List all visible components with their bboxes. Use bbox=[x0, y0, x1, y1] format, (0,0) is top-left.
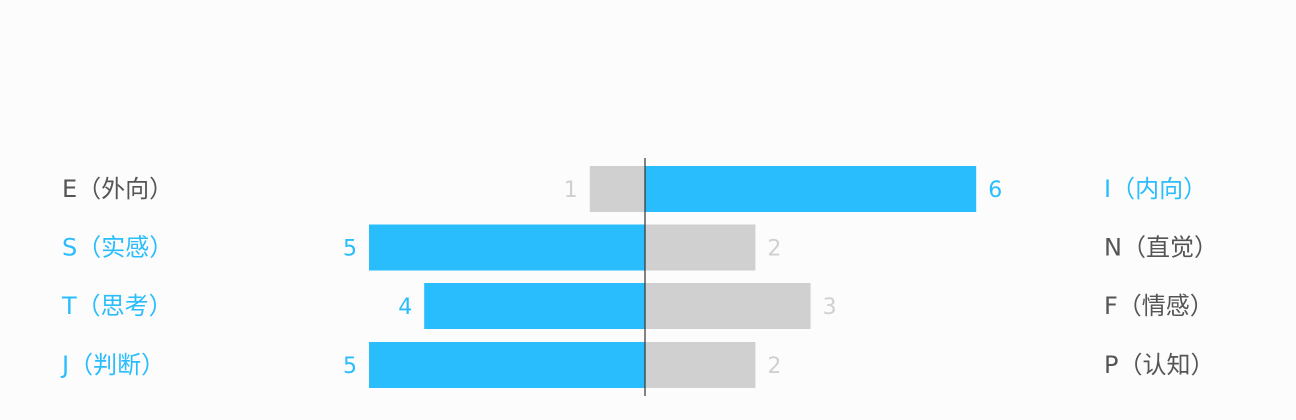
category-label-left-1: S（实感） bbox=[62, 234, 173, 262]
bar-left-0 bbox=[589, 166, 645, 212]
value-label-left-0: 1 bbox=[564, 178, 578, 203]
category-label-left-0: E（外向） bbox=[62, 175, 173, 203]
value-label-right-0: 6 bbox=[988, 178, 1002, 203]
category-label-right-1: N（直觉） bbox=[1104, 234, 1218, 262]
value-label-right-2: 3 bbox=[823, 295, 837, 320]
category-label-left-2: T（思考） bbox=[61, 292, 173, 320]
bar-right-2 bbox=[645, 283, 811, 329]
bar-left-1 bbox=[369, 224, 645, 271]
bar-right-1 bbox=[645, 224, 756, 271]
category-label-right-2: F（情感） bbox=[1104, 292, 1214, 320]
bar-left-3 bbox=[369, 342, 645, 388]
value-label-right-1: 2 bbox=[767, 237, 781, 262]
category-label-right-3: P（认知） bbox=[1104, 351, 1214, 379]
bar-right-3 bbox=[645, 342, 756, 388]
value-label-left-1: 5 bbox=[343, 237, 357, 262]
category-label-right-0: I（内向） bbox=[1104, 175, 1207, 203]
bar-right-0 bbox=[645, 166, 977, 212]
value-label-left-3: 5 bbox=[343, 354, 357, 379]
category-label-left-3: J（判断） bbox=[60, 351, 165, 379]
bar-left-2 bbox=[424, 283, 645, 329]
value-label-left-2: 4 bbox=[398, 295, 412, 320]
value-label-right-3: 2 bbox=[767, 354, 781, 379]
